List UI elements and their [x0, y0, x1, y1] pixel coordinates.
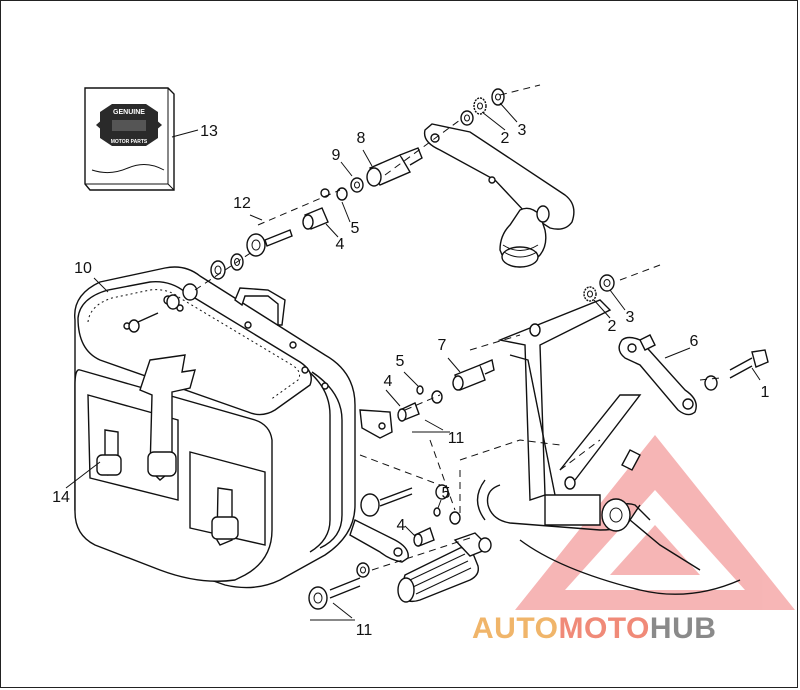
callout-5-upper: 5 — [351, 220, 360, 237]
watermark-hub: HUB — [650, 612, 717, 645]
callout-5-mid: 5 — [396, 353, 405, 370]
callout-3-upper: 3 — [518, 122, 527, 139]
alignment-lines — [194, 84, 721, 571]
callout-4-lower: 4 — [397, 517, 406, 534]
callout-3-right: 3 — [626, 309, 635, 326]
callout-5-lower: 5 — [442, 485, 451, 502]
watermark-auto: AUTO — [472, 612, 558, 645]
saddlebag — [74, 266, 356, 589]
watermark-moto: MOTO — [558, 612, 649, 645]
nut-washer-upper — [460, 88, 505, 126]
callout-4-mid: 4 — [384, 373, 393, 390]
linkage-item-6 — [618, 334, 769, 416]
callout-6: 6 — [690, 333, 699, 350]
bolt-set-upper — [128, 229, 293, 333]
stud-item-8 — [350, 147, 423, 193]
callout-11-lower: 11 — [356, 622, 373, 639]
bolt-set-lower — [308, 484, 461, 610]
nut-washer-right — [583, 274, 615, 302]
badge-bottom-text: MOTOR PARTS — [111, 139, 148, 145]
exhaust-pipe — [459, 439, 741, 595]
callout-10: 10 — [74, 260, 92, 277]
watermark-logo: AUTOMOTOHUB — [472, 612, 716, 645]
shift-lever-upper — [423, 123, 575, 268]
callout-11-mid: 11 — [448, 430, 465, 447]
callout-12: 12 — [233, 195, 251, 212]
genuine-badge-logo: GENUINE MOTOR PARTS — [96, 104, 162, 146]
foot-peg — [397, 532, 492, 603]
callout-13: 13 — [200, 123, 218, 140]
lower-bracket — [349, 409, 409, 563]
genuine-parts-box: GENUINE MOTOR PARTS — [84, 87, 175, 191]
callout-labels: 1 2 3 2 3 4 5 4 5 4 5 6 7 8 9 10 11 11 1… — [52, 122, 769, 639]
callout-1: 1 — [761, 384, 770, 401]
callout-4-upper: 4 — [336, 236, 345, 253]
badge-top-text: GENUINE — [113, 109, 145, 116]
callout-2-right: 2 — [608, 318, 617, 335]
frame-tubes — [497, 299, 642, 526]
stud-item-7 — [397, 359, 495, 422]
callout-7: 7 — [438, 337, 447, 354]
leader-lines — [65, 102, 761, 621]
spacer-upper — [302, 187, 348, 230]
callout-8: 8 — [357, 130, 366, 147]
callout-9: 9 — [332, 147, 341, 164]
callout-2-upper: 2 — [501, 130, 510, 147]
watermark-text: AUTOMOTOHUB — [472, 612, 716, 645]
callout-14: 14 — [52, 489, 70, 506]
